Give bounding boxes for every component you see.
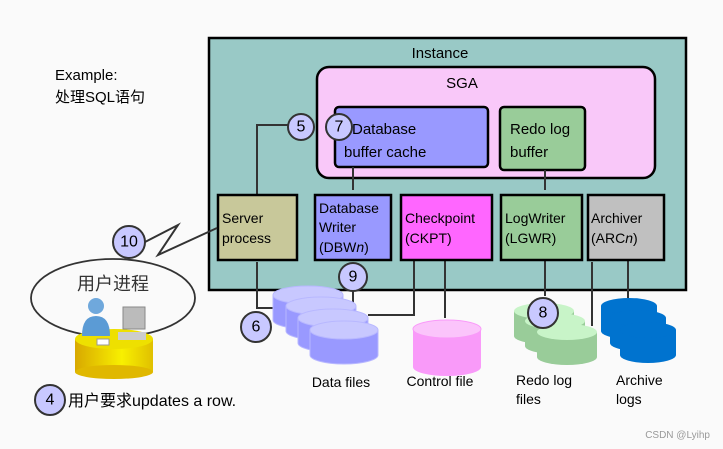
checkpoint-box (399, 193, 494, 262)
step-10: 10 (112, 225, 146, 259)
svg-text:7: 7 (335, 119, 344, 136)
data-files-label: Data files (312, 374, 370, 390)
redo-log-buffer (498, 105, 587, 172)
instance-label: Instance (412, 45, 469, 62)
step4-text: 用户要求updates a row. (68, 392, 236, 410)
data-files-icon (272, 285, 379, 365)
database-writer-box (313, 193, 393, 262)
buffer-cache-line1: Database (352, 121, 416, 138)
control-file-label: Control file (407, 373, 474, 389)
step-9: 9 (338, 262, 368, 292)
lgwr-line2: (LGWR) (505, 230, 556, 246)
svg-text:9: 9 (349, 269, 358, 286)
svg-text:4: 4 (46, 392, 55, 409)
svg-text:6: 6 (252, 319, 261, 336)
user-process-label: 用户进程 (77, 274, 149, 294)
dbwr-line3: (DBWn) (319, 239, 369, 255)
svg-text:10: 10 (120, 234, 138, 251)
redo-buffer-line1: Redo log (510, 121, 570, 138)
ckpt-line1: Checkpoint (405, 210, 475, 226)
archive-logs-icon (601, 298, 676, 363)
buffer-cache-line2: buffer cache (344, 144, 426, 161)
server-line1: Server (222, 210, 264, 226)
svg-text:8: 8 (539, 305, 548, 322)
step-5: 5 (287, 113, 315, 141)
user-process-ellipse (30, 258, 196, 338)
step-8: 8 (527, 297, 559, 329)
redo-buffer-line2: buffer (510, 144, 548, 161)
user-workstation-icon (75, 298, 153, 379)
ckpt-line2: (CKPT) (405, 230, 452, 246)
svg-text:5: 5 (297, 119, 306, 136)
redo-files-line2: files (516, 391, 541, 407)
example-title: Example: (55, 67, 118, 84)
redo-files-line1: Redo log (516, 372, 572, 388)
lgwr-line1: LogWriter (505, 210, 566, 226)
logwriter-box (499, 193, 584, 262)
dbwr-line1: Database (319, 200, 379, 216)
server-line2: process (222, 230, 271, 246)
step-6: 6 (240, 311, 272, 343)
step-4: 4 (34, 384, 66, 416)
watermark: CSDN @Lyihp (645, 430, 710, 441)
arch-line2: (ARCn) (591, 230, 638, 246)
archiver-box (586, 193, 666, 262)
archive-logs-line2: logs (616, 391, 642, 407)
server-process-box (216, 193, 299, 262)
step-7: 7 (325, 113, 353, 141)
arch-line1: Archiver (591, 210, 643, 226)
control-file-icon (412, 319, 482, 376)
example-subtitle: 处理SQL语句 (55, 89, 145, 106)
sga-label: SGA (446, 75, 478, 92)
archive-logs-line1: Archive (616, 372, 663, 388)
dbwr-line2: Writer (319, 219, 356, 235)
